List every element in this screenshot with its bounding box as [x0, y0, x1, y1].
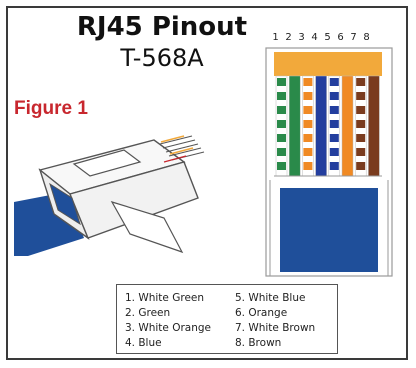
wire-stripe-3 — [303, 106, 313, 114]
wire-stripe-5 — [329, 162, 339, 170]
wire-stripe-7 — [356, 106, 366, 114]
wire-stripe-3 — [303, 78, 313, 86]
pin-number: 5 — [324, 32, 331, 43]
wire-6 — [341, 75, 354, 177]
pin-number: 7 — [350, 32, 357, 43]
pin-number: 6 — [337, 32, 344, 43]
wire-stripe-3 — [303, 148, 313, 156]
gold-contact-strip — [274, 52, 382, 76]
legend-item: 1. White Green — [125, 292, 205, 304]
pin-number-row: 1 2 3 4 5 6 7 8 — [270, 32, 378, 46]
wire-stripe-1 — [277, 148, 286, 156]
wire-stripe-1 — [277, 162, 286, 170]
wire-stripe-7 — [356, 120, 366, 128]
plug-opening — [49, 182, 81, 226]
legend-item: 2. Green — [125, 307, 171, 319]
wire-stripe-7 — [356, 148, 366, 156]
pin-number: 4 — [311, 32, 318, 43]
latch-window — [72, 149, 142, 177]
cable-jacket — [280, 188, 378, 272]
wire-stripe-5 — [329, 120, 339, 128]
wire-color-legend: 1. White Green 2. Green 3. White Orange … — [116, 284, 338, 354]
wire-stripe-1 — [277, 134, 286, 142]
wire-8 — [368, 75, 380, 177]
connector-front-view — [265, 47, 393, 277]
wire-stripe-5 — [329, 134, 339, 142]
legend-item: 7. White Brown — [235, 322, 316, 334]
connector-side-view — [14, 135, 205, 256]
wire-stripe-5 — [329, 148, 339, 156]
legend-item: 5. White Blue — [235, 292, 306, 304]
diagram-subtitle: T-568A — [120, 44, 204, 72]
wire-group — [275, 75, 380, 177]
wire-stripe-3 — [303, 92, 313, 100]
wire-stripe-3 — [303, 162, 313, 170]
wire-stripe-1 — [277, 78, 286, 86]
wire-stripe-1 — [277, 120, 286, 128]
side-wire-hint — [163, 155, 187, 163]
side-gold-contacts — [160, 135, 194, 155]
wire-stripe-3 — [303, 134, 313, 142]
pin-number: 1 — [272, 32, 279, 43]
pin-number: 2 — [285, 32, 292, 43]
wire-stripe-7 — [356, 134, 366, 142]
wire-stripe-5 — [329, 78, 339, 86]
pin-number: 8 — [363, 32, 370, 43]
wire-stripe-1 — [277, 92, 286, 100]
wire-2 — [288, 75, 301, 177]
wire-stripe-3 — [303, 120, 313, 128]
legend-item: 6. Orange — [235, 307, 288, 319]
wire-stripe-5 — [329, 92, 339, 100]
wire-4 — [315, 75, 327, 177]
legend-item: 8. Brown — [235, 337, 282, 349]
release-tab — [110, 200, 184, 254]
legend-item: 4. Blue — [125, 337, 162, 349]
plug-side-face — [69, 161, 199, 239]
figure-label: Figure 1 — [14, 98, 88, 119]
wire-stripe-5 — [329, 106, 339, 114]
pin-number: 3 — [298, 32, 305, 43]
diagram-title: RJ45 Pinout — [76, 12, 248, 42]
wire-stripe-7 — [356, 162, 366, 170]
legend-item: 3. White Orange — [125, 322, 212, 334]
wire-stripe-7 — [356, 78, 366, 86]
wire-stripe-1 — [277, 106, 286, 114]
wire-stripe-7 — [356, 92, 366, 100]
